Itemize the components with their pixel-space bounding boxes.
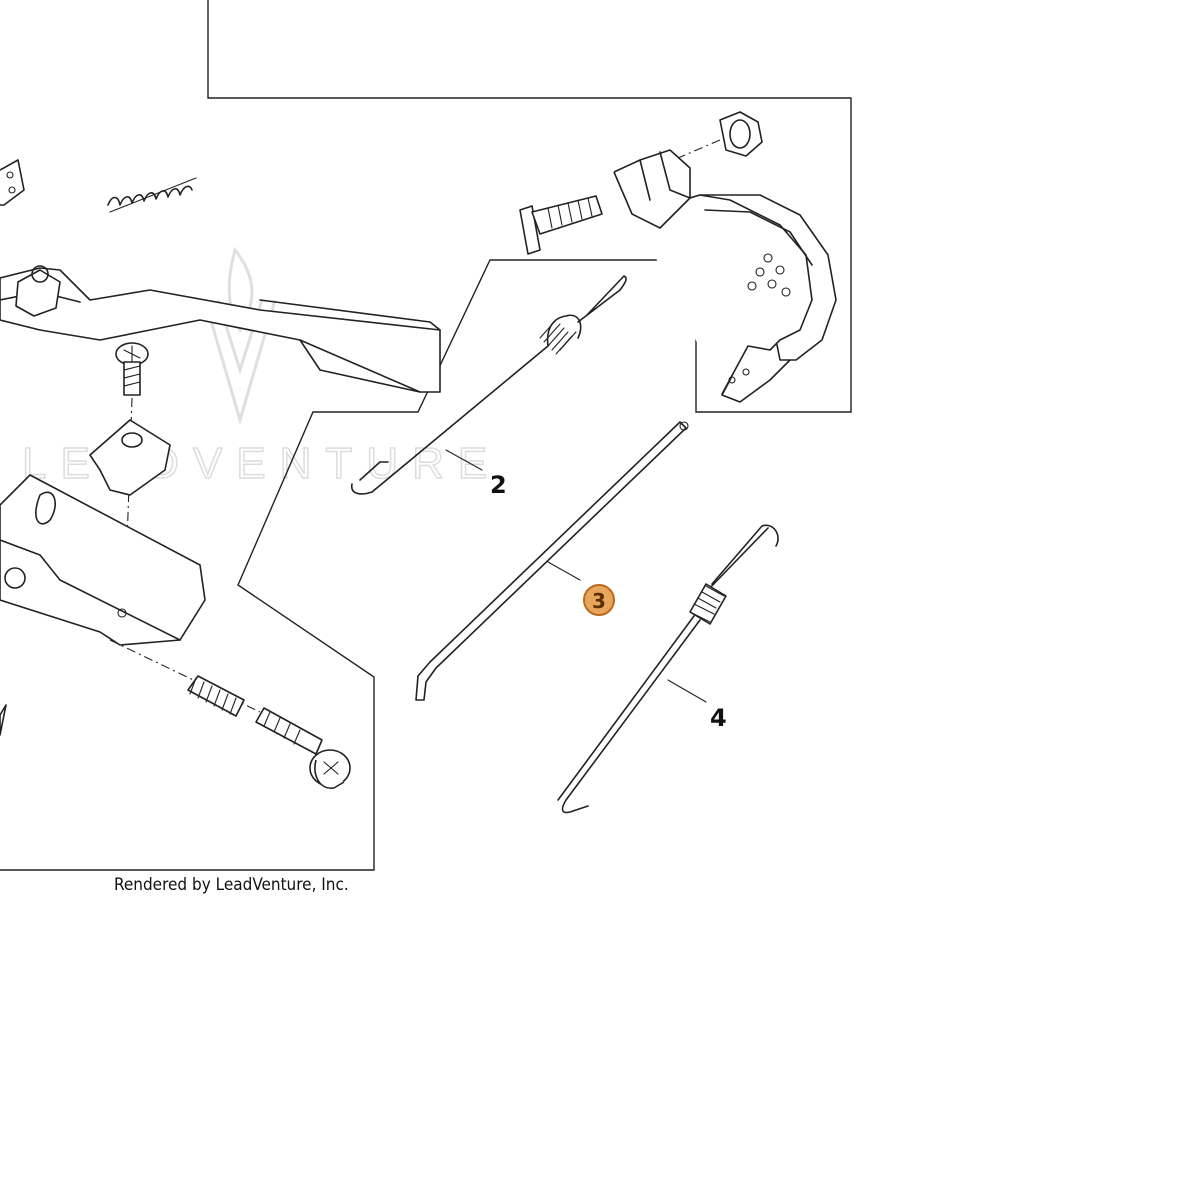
- watermark-text: LEADVENTURE: [22, 439, 501, 488]
- part-4-extension-spring: [557, 524, 779, 814]
- callout-3[interactable]: 3: [592, 589, 606, 613]
- part-2-spring-rod: [350, 275, 627, 495]
- mount-plate: [0, 159, 25, 206]
- bracket-arm: [613, 149, 837, 403]
- retaining-clip: [89, 419, 171, 496]
- lever-stub: [0, 704, 7, 736]
- compression-spring-lower: [187, 675, 245, 717]
- compression-spring-upper: [107, 177, 197, 213]
- upper-frame: [0, 0, 852, 871]
- hex-nut: [719, 111, 763, 157]
- callout-2[interactable]: 2: [490, 471, 507, 499]
- adjuster-bracket-assembly: [519, 111, 837, 403]
- callout-4[interactable]: 4: [710, 704, 727, 732]
- part-3-rod: [415, 421, 689, 701]
- shoulder-bolt: [255, 707, 351, 789]
- assembly-frames: [0, 0, 852, 871]
- pan-head-screw: [115, 342, 149, 396]
- shift-lever-assembly: [0, 159, 441, 789]
- carriage-bolt: [519, 195, 603, 255]
- shift-lever: [0, 265, 441, 393]
- callout-3-selected[interactable]: 3: [583, 584, 615, 616]
- selected-callout-badge: [583, 584, 615, 616]
- render-credit: Rendered by LeadVenture, Inc.: [114, 875, 349, 895]
- lever-bracket-plate: [0, 474, 206, 646]
- leadventure-logo-icon: [203, 246, 277, 426]
